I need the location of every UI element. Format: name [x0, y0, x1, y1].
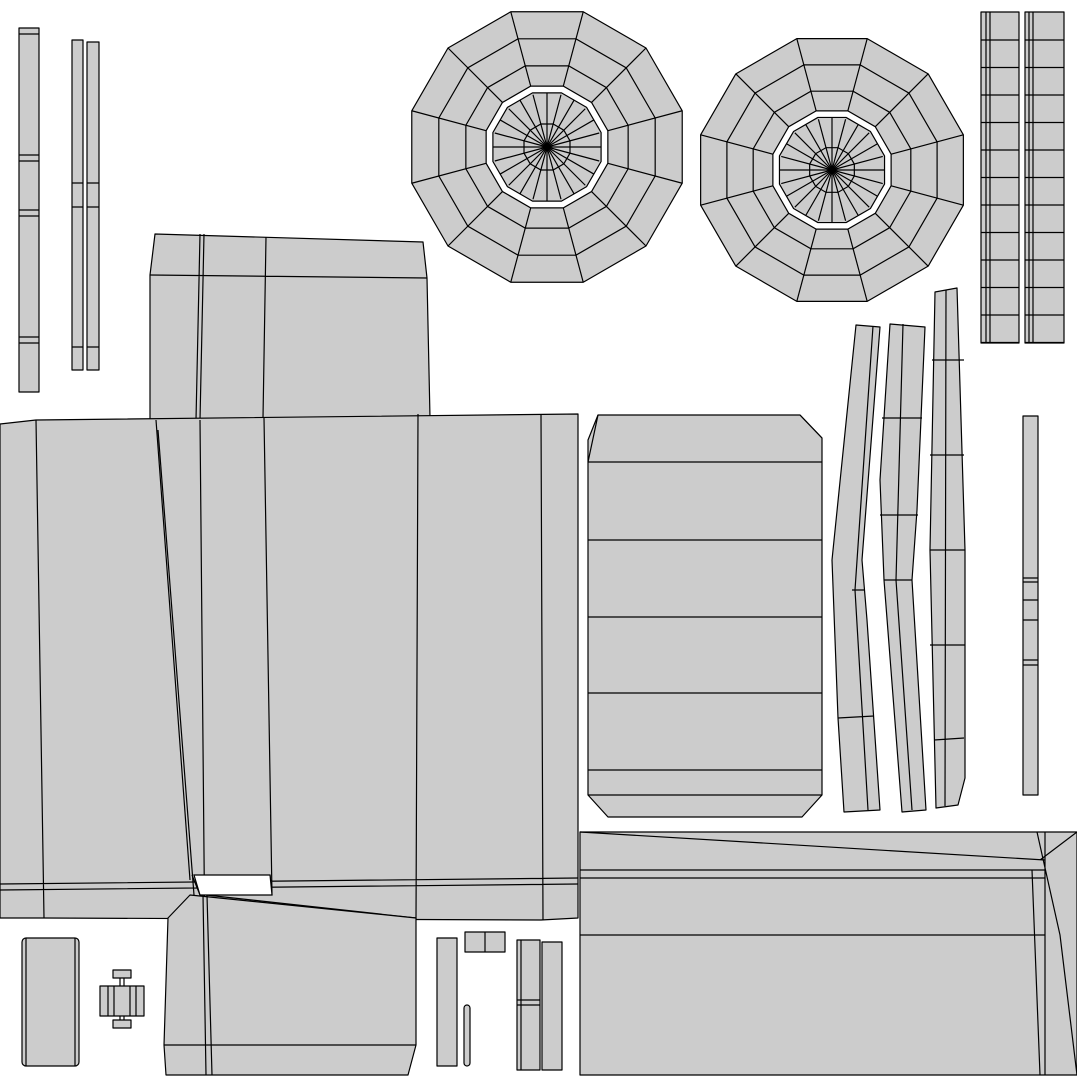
uv-island-cap-left [411, 11, 683, 283]
cap-segment-line [874, 73, 929, 128]
uv-island-main-panel [0, 413, 579, 1071]
cap-spoke-line [546, 146, 586, 186]
cap-segment-line [700, 134, 774, 155]
cap-spoke-line [794, 169, 833, 208]
cap-segment-line [562, 207, 584, 283]
cap-spoke-line [831, 143, 878, 171]
cap-spoke-line [805, 124, 833, 171]
cap-segment-line [510, 11, 532, 87]
cap-spoke-line [831, 169, 847, 221]
cap-spoke-line [786, 143, 833, 171]
cap-spoke-line [831, 132, 870, 171]
cap-spoke-line [508, 146, 548, 186]
uv-island-ladder-strips [980, 11, 1065, 344]
cap-spoke-line [494, 146, 548, 162]
cap-segment-line [735, 212, 790, 267]
uv-island-small-pieces [21, 931, 563, 1071]
cap-spoke-line [546, 146, 575, 195]
uv-island-rounded-panel [587, 414, 823, 818]
cap-spoke-line [786, 169, 833, 197]
cap-spoke-line [546, 99, 575, 148]
cap-spoke-line [499, 119, 548, 148]
cap-spoke-line [546, 132, 600, 148]
cap-segment-line [735, 73, 790, 128]
cap-spoke-line [546, 94, 562, 148]
cap-spoke-line [519, 146, 548, 195]
cap-segment-line [890, 134, 964, 155]
cap-spoke-line [831, 169, 859, 216]
cap-spoke-line [532, 94, 548, 148]
cap-segment-line [874, 212, 929, 267]
cap-segment-line [796, 228, 817, 302]
cap-segment-line [890, 185, 964, 206]
uv-island-top-panel [149, 233, 431, 421]
cap-segment-line [510, 207, 532, 283]
cap-segment-line [796, 38, 817, 112]
cap-spoke-line [532, 146, 548, 200]
cap-spoke-line [831, 169, 870, 208]
cap-segment-line [847, 228, 868, 302]
cap-segment-line [700, 185, 774, 206]
cap-spoke-line [831, 124, 859, 171]
cap-segment-line [607, 110, 683, 132]
cap-segment-line [607, 162, 683, 184]
cap-segment-line [847, 38, 868, 112]
cap-spoke-line [817, 119, 833, 171]
cap-spoke-line [831, 119, 847, 171]
cap-spoke-line [546, 108, 586, 148]
uv-island-cap-right [700, 38, 964, 302]
uv-island-twin-strips [71, 39, 100, 371]
uv-island-left-strip [18, 27, 40, 393]
cap-spoke-line [519, 99, 548, 148]
cap-spoke-line [831, 169, 883, 185]
cap-spoke-line [794, 132, 833, 171]
cap-segment-line [562, 11, 584, 87]
cap-spoke-line [499, 146, 548, 175]
cap-spoke-line [831, 169, 878, 197]
cap-spoke-line [508, 108, 548, 148]
cap-segment-line [591, 47, 647, 103]
cap-segment-line [447, 191, 503, 247]
cap-segment-line [591, 191, 647, 247]
uv-island-bottom-right-panel [579, 831, 1077, 1076]
cap-spoke-line [494, 132, 548, 148]
cap-segment-line [411, 110, 487, 132]
cap-spoke-line [831, 155, 883, 171]
uv-island-curved-strips [831, 287, 966, 813]
cap-spoke-line [781, 169, 833, 185]
cap-spoke-line [546, 146, 600, 162]
uv-island-thin-right-strip [1022, 415, 1039, 796]
uv-island-spool [99, 969, 145, 1029]
cap-spoke-line [546, 146, 562, 200]
cap-segment-line [411, 162, 487, 184]
cap-spoke-line [817, 169, 833, 221]
uv-island-bottom-panel [163, 894, 417, 1076]
cap-spoke-line [805, 169, 833, 216]
cap-segment-line [447, 47, 503, 103]
cap-spoke-line [546, 146, 595, 175]
cap-spoke-line [546, 119, 595, 148]
cap-spoke-line [781, 155, 833, 171]
